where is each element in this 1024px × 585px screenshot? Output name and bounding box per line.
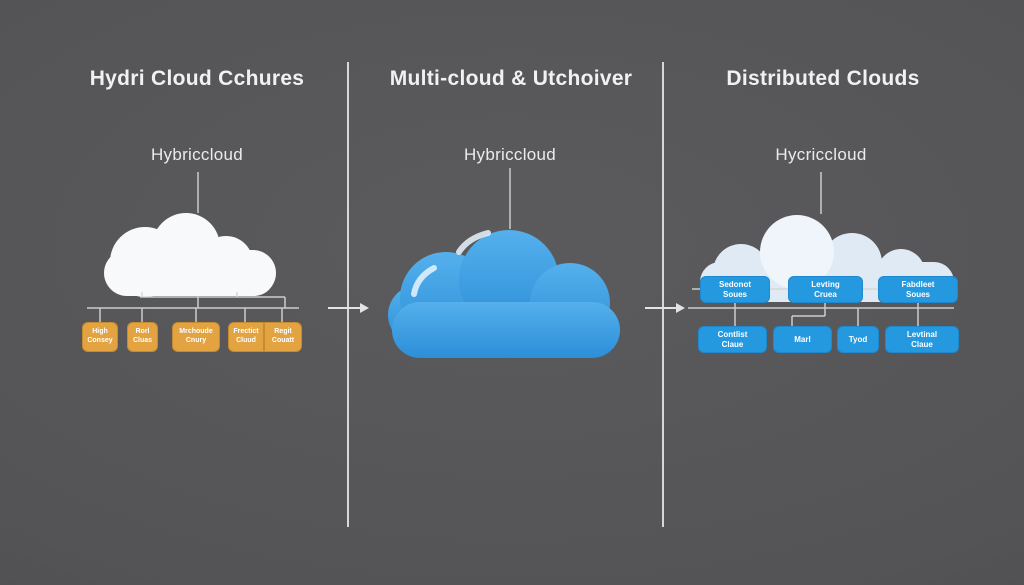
panel-title-hybrid: Hydri Cloud Cchures — [89, 67, 305, 90]
org-node: Levtinal Claue — [885, 326, 959, 353]
flow-arrow-icon — [645, 303, 685, 313]
panel-title-distributed: Distributed Clouds — [726, 67, 920, 90]
org-node: Levting Cruea — [788, 276, 863, 303]
connector-lines-left — [87, 292, 299, 323]
org-node: Marl — [773, 326, 832, 353]
org-node: Frectict Cluud — [228, 322, 264, 352]
org-node: High Consey — [82, 322, 118, 352]
cloud-label-multicloud: Hybriccloud — [463, 145, 557, 164]
org-node: Tyod — [837, 326, 879, 353]
cloud-label-distributed: Hycriccloud — [775, 145, 867, 164]
blue-cloud-icon — [388, 230, 620, 358]
org-node: Rorl Cluas — [127, 322, 158, 352]
label-stem-lines — [197, 168, 822, 229]
panel-title-multicloud: Multi-cloud & Utchoiver — [389, 67, 633, 90]
org-node: Fabdleet Soues — [878, 276, 958, 303]
flow-arrow-icon — [328, 303, 369, 313]
org-node: Contlist Claue — [698, 326, 767, 353]
org-node: Regit Couatt — [264, 322, 302, 352]
org-node: Sedonot Soues — [700, 276, 770, 303]
cloud-label-hybrid: Hybriccloud — [150, 145, 244, 164]
org-node: Mrchoude Cnury — [172, 322, 220, 352]
white-cloud-icon — [104, 213, 276, 297]
